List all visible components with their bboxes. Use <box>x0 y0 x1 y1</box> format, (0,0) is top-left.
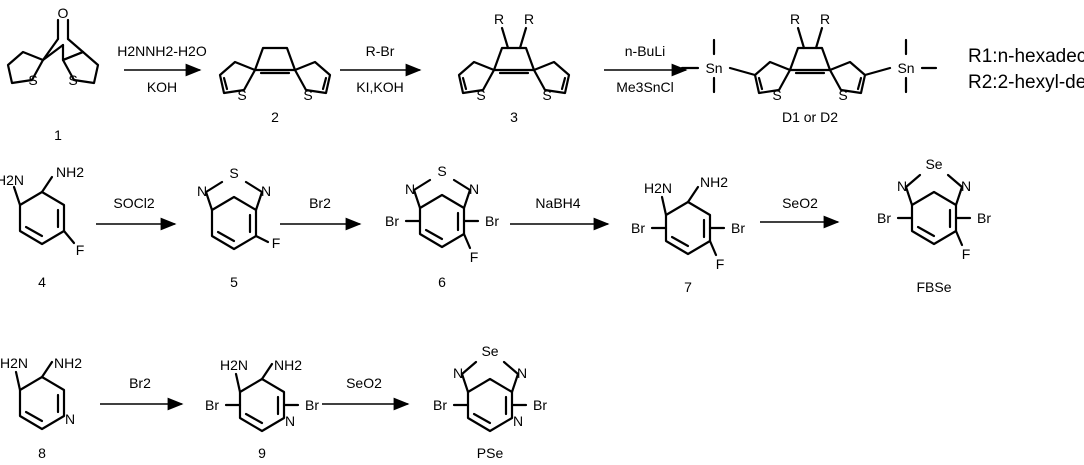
compound-label-3: 3 <box>510 109 518 125</box>
atom-tin: Sn <box>897 60 914 76</box>
atom-nitrogen: N <box>285 413 295 429</box>
reagent-nabh4: NaBH4 <box>535 195 580 211</box>
compound-label-fbse: FBSe <box>916 279 951 295</box>
atom-nitrogen: N <box>453 365 463 381</box>
compound-9: H2N NH2 Br Br N <box>205 357 319 433</box>
atom-nitrogen: N <box>517 365 527 381</box>
atom-selenium: Se <box>925 156 942 172</box>
compound-1: O S S <box>6 5 100 88</box>
atom-bromine: Br <box>731 220 745 236</box>
atom-oxygen: O <box>58 5 69 21</box>
atom-amine: H2N <box>220 357 248 373</box>
atom-bromine: Br <box>385 213 399 229</box>
atom-fluorine: F <box>470 249 479 265</box>
r2-definition: R2:2-hexyl-decane <box>968 72 1084 93</box>
atom-sulfur: S <box>28 72 37 88</box>
atom-sulfur: S <box>476 87 485 103</box>
compound-pse: Se N N Br Br N <box>433 343 547 433</box>
atom-fluorine: F <box>716 256 725 272</box>
compound-label-7: 7 <box>684 279 692 295</box>
atom-sulfur: S <box>437 163 446 179</box>
atom-sulfur: S <box>542 87 551 103</box>
atom-sulfur: S <box>303 87 312 103</box>
atom-bromine: Br <box>205 397 219 413</box>
compound-label-6: 6 <box>438 274 446 290</box>
atom-nitrogen: N <box>961 178 971 194</box>
reagent-br2: Br2 <box>129 375 151 391</box>
atom-nitrogen: N <box>261 183 271 199</box>
atom-bromine: Br <box>305 397 319 413</box>
atom-nitrogen: N <box>513 413 523 429</box>
atom-bromine: Br <box>433 397 447 413</box>
atom-nitrogen: N <box>469 181 479 197</box>
atom-bromine: Br <box>533 397 547 413</box>
atom-sulfur: S <box>772 87 781 103</box>
reagent-socl2: SOCl2 <box>113 195 154 211</box>
reagent-me3sncl: Me3SnCl <box>616 79 674 95</box>
reagent-ki-koh: KI,KOH <box>356 79 403 95</box>
atom-sulfur: S <box>237 87 246 103</box>
atom-fluorine: F <box>272 235 281 251</box>
compound-label-4: 4 <box>38 274 46 290</box>
atom-amine: NH2 <box>56 164 84 180</box>
atom-fluorine: F <box>76 242 85 258</box>
atom-nitrogen: N <box>197 183 207 199</box>
atom-bromine: Br <box>977 210 991 226</box>
atom-amine: H2N <box>0 355 28 371</box>
compound-fbse: Se N N Br Br F <box>877 156 991 262</box>
reagent-br2: Br2 <box>309 195 331 211</box>
compound-label-1: 1 <box>54 127 62 143</box>
reagent-nbuli: n-BuLi <box>625 43 665 59</box>
compound-6: S N N Br Br F <box>385 163 499 265</box>
reagent-seo2: SeO2 <box>782 195 818 211</box>
compound-d1-d2: R R S S Sn Sn <box>680 11 938 103</box>
compound-label-8: 8 <box>38 445 46 461</box>
atom-r: R <box>524 11 534 27</box>
r1-definition: R1:n-hexadecyl <box>968 46 1084 67</box>
compound-label-pse: PSe <box>477 445 504 461</box>
atom-amine: H2N <box>644 180 672 196</box>
atom-nitrogen: N <box>405 181 415 197</box>
atom-sulfur: S <box>229 165 238 181</box>
compound-4: H2N NH2 F <box>0 164 84 258</box>
atom-amine: NH2 <box>700 174 728 190</box>
compound-3: R R S S <box>457 11 571 103</box>
compound-2: S S <box>218 46 332 103</box>
atom-sulfur: S <box>838 87 847 103</box>
reagent-rbr: R-Br <box>366 43 395 59</box>
atom-selenium: Se <box>481 343 498 359</box>
atom-r: R <box>494 11 504 27</box>
atom-bromine: Br <box>877 210 891 226</box>
compound-label-d1-d2: D1 or D2 <box>782 109 838 125</box>
reagent-hydrazine: H2NNH2-H2O <box>117 43 207 59</box>
compound-label-5: 5 <box>230 274 238 290</box>
compound-label-2: 2 <box>271 109 279 125</box>
reagent-seo2: SeO2 <box>346 375 382 391</box>
atom-fluorine: F <box>962 246 971 262</box>
atom-nitrogen: N <box>897 178 907 194</box>
atom-amine: H2N <box>0 172 24 188</box>
compound-7: H2N NH2 Br Br F <box>631 174 745 272</box>
compound-label-9: 9 <box>258 445 266 461</box>
atom-bromine: Br <box>485 213 499 229</box>
atom-amine: NH2 <box>274 357 302 373</box>
atom-r: R <box>790 11 800 27</box>
atom-amine: NH2 <box>54 355 82 371</box>
atom-bromine: Br <box>631 220 645 236</box>
compound-5: S N N F <box>197 165 280 251</box>
atom-r: R <box>820 11 830 27</box>
atom-tin: Sn <box>705 60 722 76</box>
atom-nitrogen: N <box>65 411 75 427</box>
atom-sulfur: S <box>68 72 77 88</box>
reagent-koh: KOH <box>147 79 177 95</box>
compound-8: H2N NH2 N <box>0 355 82 431</box>
